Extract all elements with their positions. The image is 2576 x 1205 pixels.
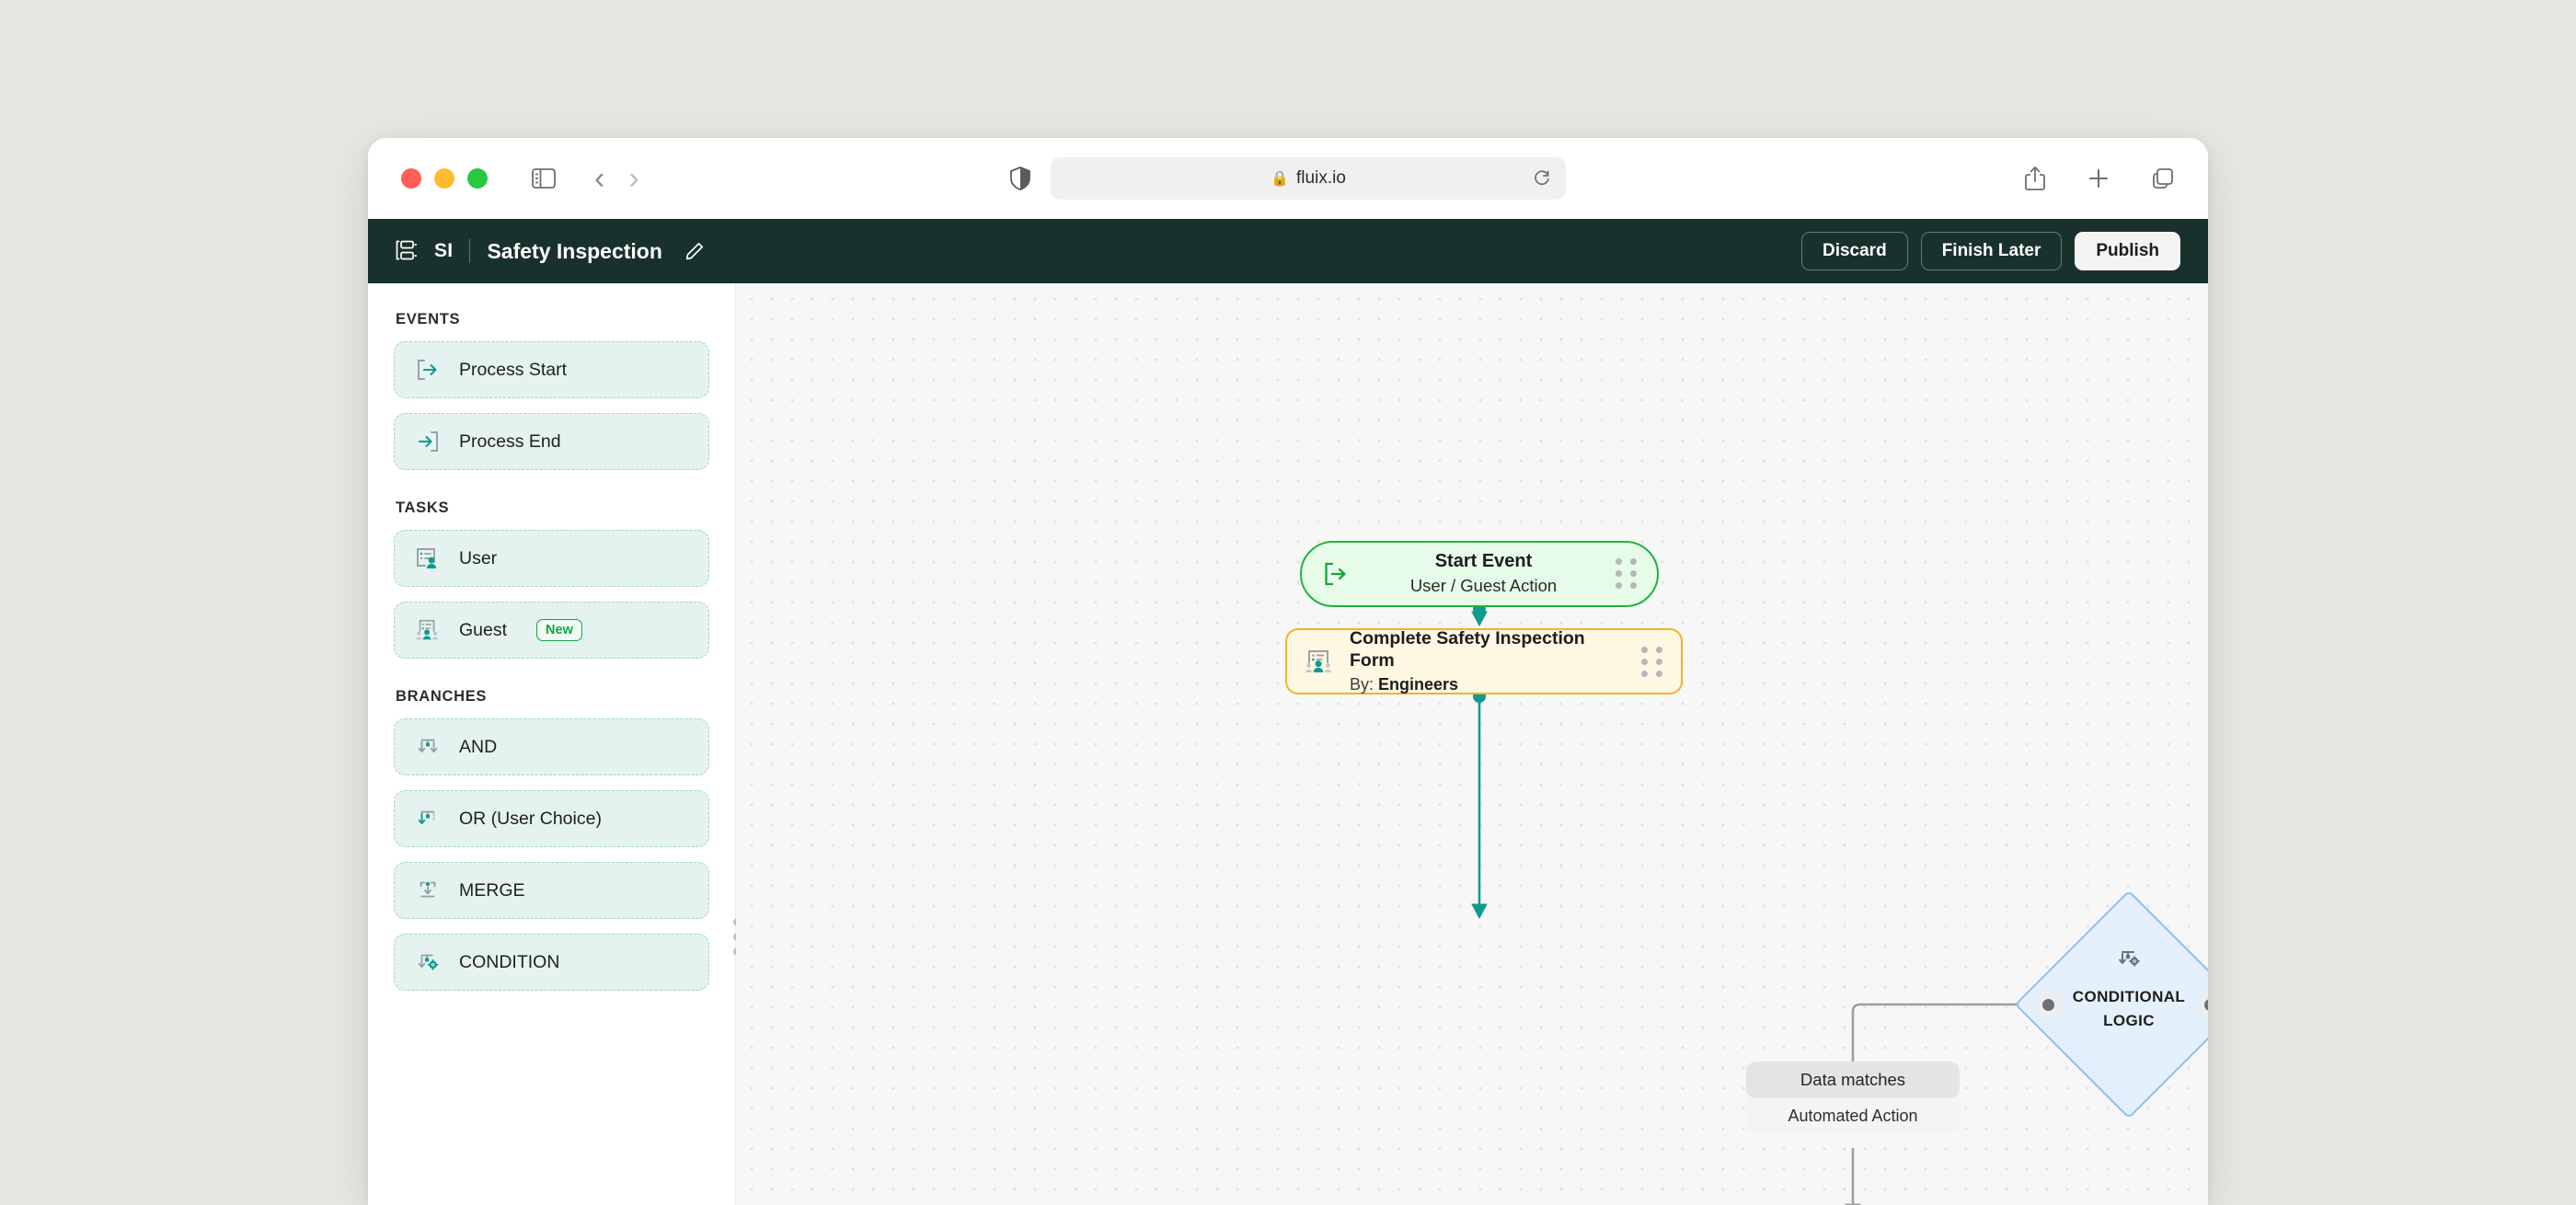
url-value: fluix.io <box>1296 168 1346 188</box>
workflow-code: SI <box>434 240 454 261</box>
minimize-window-button[interactable] <box>434 168 454 189</box>
workflow-canvas[interactable]: Start Event User / Guest Action <box>736 283 2208 1205</box>
maximize-window-button[interactable] <box>467 168 488 189</box>
or-branch-icon <box>415 806 441 832</box>
page-title: Safety Inspection <box>487 238 662 263</box>
shield-privacy-icon[interactable] <box>1010 166 1030 190</box>
discard-button[interactable]: Discard <box>1800 232 1908 270</box>
user-task-icon <box>415 545 441 571</box>
branch-subtitle: Automated Action <box>1788 1107 1918 1125</box>
window-traffic-lights <box>401 168 488 189</box>
app-header: SI Safety Inspection Discard Finish Late… <box>368 219 2208 283</box>
sidebar-toggle-icon[interactable] <box>532 168 556 189</box>
node-subtitle: User / Guest Action <box>1409 576 1558 596</box>
branch-label-data-matches[interactable]: Data matches Automated Action <box>1746 1062 1960 1134</box>
palette-label: User <box>459 547 498 568</box>
node-drag-handle[interactable] <box>1616 558 1639 590</box>
node-title: Complete Safety Inspection Form <box>1350 627 1585 671</box>
node-drag-handle[interactable] <box>1641 646 1664 677</box>
edit-pencil-icon[interactable] <box>684 241 705 261</box>
process-start-icon <box>1320 558 1351 590</box>
node-subtitle: By: Engineers <box>1350 674 1627 695</box>
palette-label: Process Start <box>459 359 568 380</box>
guest-task-icon <box>415 617 441 643</box>
back-button[interactable]: ‹ <box>594 161 605 196</box>
palette-item-or[interactable]: OR (User Choice) <box>394 790 709 847</box>
address-bar-zone: 🔒 fluix.io <box>1010 157 1566 200</box>
palette-item-process-start[interactable]: Process Start <box>394 341 709 398</box>
palette-label: CONDITION <box>459 951 560 972</box>
address-bar[interactable]: 🔒 fluix.io <box>1051 157 1566 200</box>
palette-item-process-end[interactable]: Process End <box>394 413 709 470</box>
publish-button[interactable]: Publish <box>2075 232 2180 270</box>
status-badge: New <box>536 619 582 641</box>
decision-port-right[interactable] <box>2197 992 2208 1017</box>
merge-branch-icon <box>415 878 441 903</box>
section-label-events: EVENTS <box>396 311 461 327</box>
new-tab-icon[interactable] <box>2087 166 2110 190</box>
palette-label: MERGE <box>459 879 525 901</box>
tab-overview-icon[interactable] <box>2151 166 2175 190</box>
user-task-icon <box>1304 646 1335 677</box>
decision-port-left[interactable] <box>2035 992 2061 1017</box>
brand-divider <box>469 239 471 263</box>
palette-item-condition[interactable]: CONDITION <box>394 934 709 991</box>
finish-later-button[interactable]: Finish Later <box>1920 232 2063 270</box>
section-label-tasks: TASKS <box>396 499 450 516</box>
palette-label: AND <box>459 736 498 757</box>
close-window-button[interactable] <box>401 168 421 189</box>
workflow-logo-icon[interactable] <box>394 239 418 263</box>
palette-label: Guest <box>459 619 508 640</box>
palette-item-user[interactable]: User <box>394 530 709 587</box>
forward-button[interactable]: › <box>628 161 639 196</box>
node-title: Start Event <box>1434 551 1533 572</box>
palette-sidebar: EVENTS Process Start <box>368 283 742 1205</box>
connector-layer <box>1471 602 2048 1205</box>
palette-item-and[interactable]: AND <box>394 718 709 775</box>
browser-toolbar: ‹ › 🔒 fluix.io <box>368 138 2208 219</box>
node-complete-safety-inspection-form[interactable]: Complete Safety Inspection Form By: Engi… <box>1285 628 1683 694</box>
assignee-label: By: <box>1350 674 1374 694</box>
palette-item-merge[interactable]: MERGE <box>394 862 709 919</box>
branch-condition-pill: Data matches <box>1746 1062 1960 1098</box>
and-branch-icon <box>415 734 441 760</box>
condition-branch-icon <box>415 949 441 975</box>
lock-icon: 🔒 <box>1271 171 1290 187</box>
assignee-value: Engineers <box>1378 674 1459 694</box>
header-actions: Discard Finish Later Publish <box>1800 232 2180 270</box>
browser-window: ‹ › 🔒 fluix.io <box>368 138 2208 1205</box>
app-body: EVENTS Process Start <box>368 283 2208 1205</box>
url-text: 🔒 fluix.io <box>1271 168 1346 189</box>
process-start-icon <box>415 357 441 383</box>
palette-label: Process End <box>459 430 561 452</box>
node-start-event[interactable]: Start Event User / Guest Action <box>1300 541 1659 607</box>
palette-label: OR (User Choice) <box>459 808 602 829</box>
app-brand: SI Safety Inspection <box>394 239 705 264</box>
navigation-arrows: ‹ › <box>594 163 639 194</box>
browser-actions <box>2024 166 2175 191</box>
reload-icon[interactable] <box>1533 169 1551 188</box>
palette-item-guest[interactable]: Guest New <box>394 602 709 659</box>
branch-condition-text: Data matches <box>1800 1070 1906 1089</box>
process-end-icon <box>415 429 441 454</box>
section-label-branches: BRANCHES <box>396 688 488 705</box>
share-icon[interactable] <box>2024 166 2046 191</box>
